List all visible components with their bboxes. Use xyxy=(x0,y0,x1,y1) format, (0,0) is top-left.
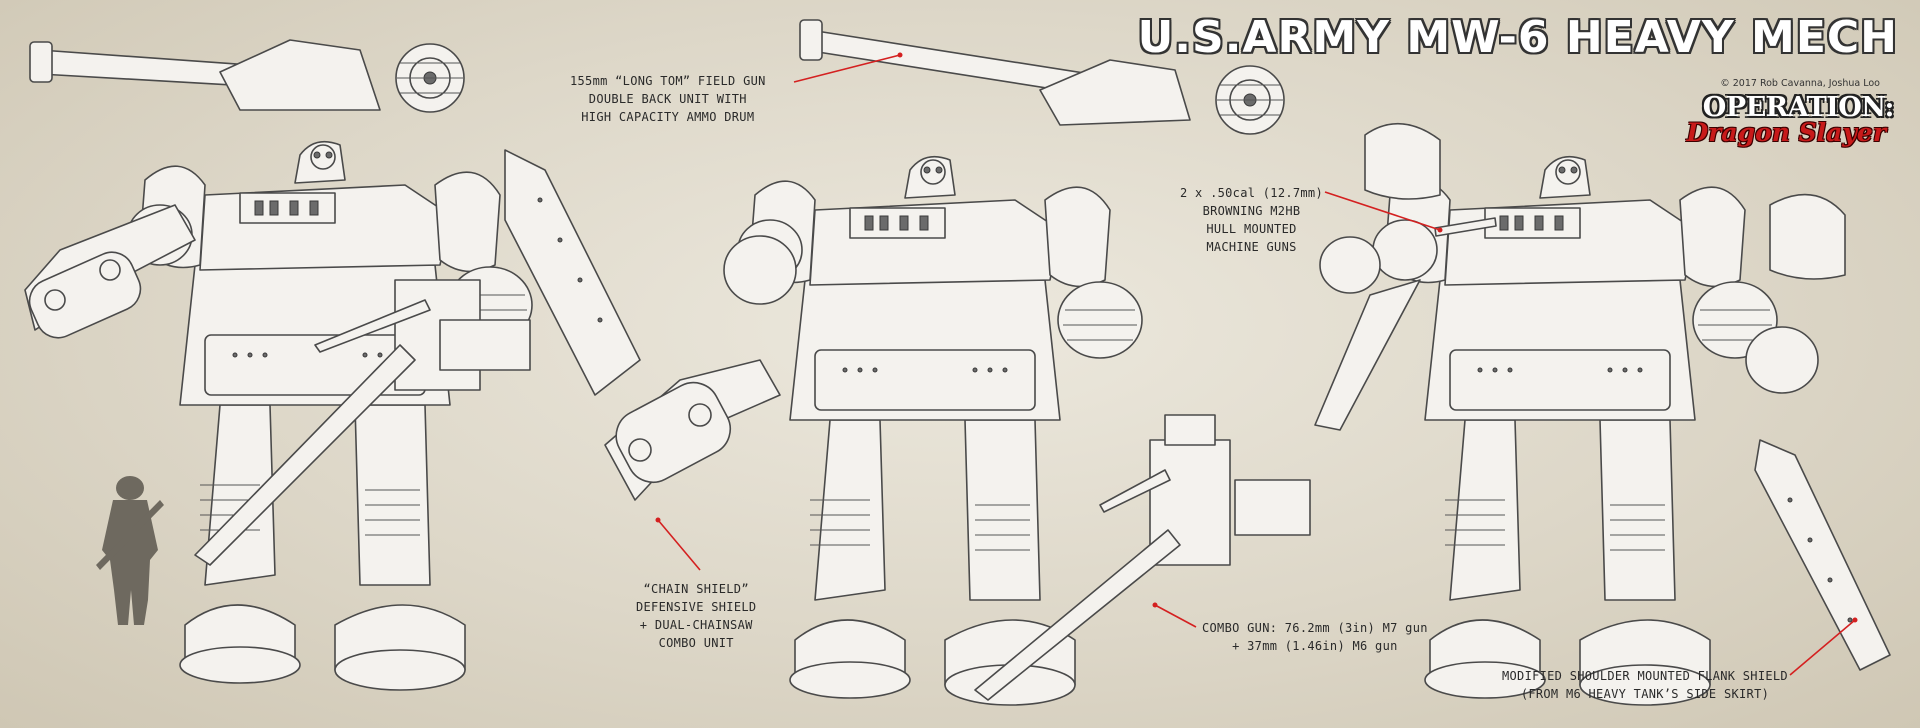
leader-field-gun xyxy=(793,54,901,83)
soldier-scale-silhouette xyxy=(96,476,164,625)
copyright-credit: © 2017 Rob Cavanna, Joshua Loo xyxy=(1720,78,1880,89)
callout-line: + DUAL-CHAINSAW xyxy=(639,618,753,632)
callout-line: COMBO UNIT xyxy=(658,636,734,650)
flank-shield-2 xyxy=(1314,279,1421,431)
callout-line: BROWNING M2HB xyxy=(1202,204,1301,218)
callout-line: + 37mm (1.46in) M6 gun xyxy=(1232,639,1398,653)
callout-line: DEFENSIVE SHIELD xyxy=(636,600,757,614)
leader-combo-gun xyxy=(1154,604,1197,628)
flank-shield-1 xyxy=(504,149,641,396)
leader-chain-shield xyxy=(657,519,701,571)
leader-machine-guns xyxy=(1324,191,1441,231)
mech-side-view xyxy=(604,19,1311,706)
callout-line: HIGH CAPACITY AMMO DRUM xyxy=(581,110,755,124)
callout-flank-shield: MODIFIED SHOULDER MOUNTED FLANK SHIELD (… xyxy=(1502,667,1788,703)
callout-combo-gun: COMBO GUN: 76.2mm (3in) M7 gun + 37mm (1… xyxy=(1202,619,1428,655)
callout-line: “CHAIN SHIELD” xyxy=(643,582,749,596)
callout-field-gun: 155mm “LONG TOM” FIELD GUN DOUBLE BACK U… xyxy=(570,72,766,126)
leader-flank-shield xyxy=(1789,619,1856,676)
logo-dragon-slayer: Dragon Slayer xyxy=(1686,118,1886,147)
callout-line: MODIFIED SHOULDER MOUNTED FLANK SHIELD xyxy=(1502,669,1788,683)
flank-shield-3 xyxy=(1754,439,1891,671)
callout-line: 155mm “LONG TOM” FIELD GUN xyxy=(570,74,766,88)
callout-line: DOUBLE BACK UNIT WITH xyxy=(588,92,747,106)
callout-line: (FROM M6 HEAVY TANK’S SIDE SKIRT) xyxy=(1520,687,1770,701)
page-title: U.S.ARMY MW-6 HEAVY MECH xyxy=(1137,12,1898,63)
callout-machine-guns: 2 x .50cal (12.7mm) BROWNING M2HB HULL M… xyxy=(1180,184,1323,256)
callout-line: MACHINE GUNS xyxy=(1206,240,1297,254)
logo-operation: OPERATION: xyxy=(1702,92,1895,123)
leader-lines xyxy=(657,54,1856,676)
callout-line: HULL MOUNTED xyxy=(1206,222,1297,236)
callout-chain-shield: “CHAIN SHIELD” DEFENSIVE SHIELD + DUAL-C… xyxy=(636,580,756,652)
mech-front-view xyxy=(24,39,641,691)
callout-line: COMBO GUN: 76.2mm (3in) M7 gun xyxy=(1202,621,1428,635)
callout-line: 2 x .50cal (12.7mm) xyxy=(1180,186,1323,200)
mech-exploded-view xyxy=(1314,122,1891,706)
